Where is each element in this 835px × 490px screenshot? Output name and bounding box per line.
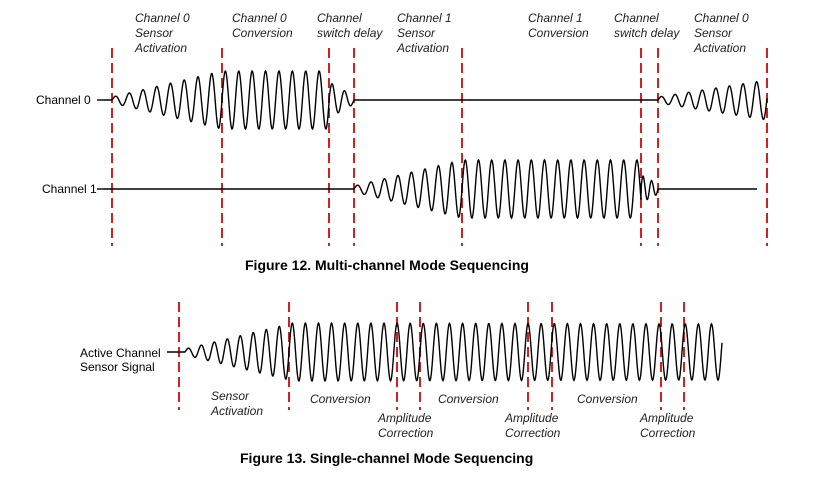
active-channel-waveform [167,321,723,383]
channel0-waveform [104,69,768,131]
figure13-caption: Figure 13. Single-channel Mode Sequencin… [240,450,534,466]
fig13-phase-amplitude-correction-1: Amplitude Correction [378,411,434,440]
fig12-phase-ch1-conversion: Channel 1 Conversion [528,11,589,40]
fig12-phase-switch-delay-1: Channel switch delay [317,11,383,40]
fig12-phase-ch0-activation: Channel 0 Sensor Activation [135,11,190,55]
fig12-phase-switch-delay-2: Channel switch delay [614,11,680,40]
fig13-phase-amplitude-correction-3: Amplitude Correction [640,411,696,440]
figure12-caption: Figure 12. Multi-channel Mode Sequencing [245,257,529,273]
fig12-phase-ch1-activation: Channel 1 Sensor Activation [397,11,452,55]
fig13-phase-conversion-2: Conversion [438,392,499,406]
active-channel-label: Active Channel Sensor Signal [80,346,161,374]
fig13-phase-conversion-3: Conversion [577,392,638,406]
channel0-label: Channel 0 [36,93,91,107]
fig13-phase-amplitude-correction-2: Amplitude Correction [505,411,561,440]
channel1-waveform [104,158,757,220]
channel1-label: Channel 1 [42,182,97,196]
fig12-phase-ch0-conversion: Channel 0 Conversion [232,11,293,40]
fig13-phase-conversion-1: Conversion [310,392,371,406]
fig12-phase-ch0-activation-2: Channel 0 Sensor Activation [694,11,749,55]
fig13-phase-sensor-activation: Sensor Activation [211,389,264,418]
